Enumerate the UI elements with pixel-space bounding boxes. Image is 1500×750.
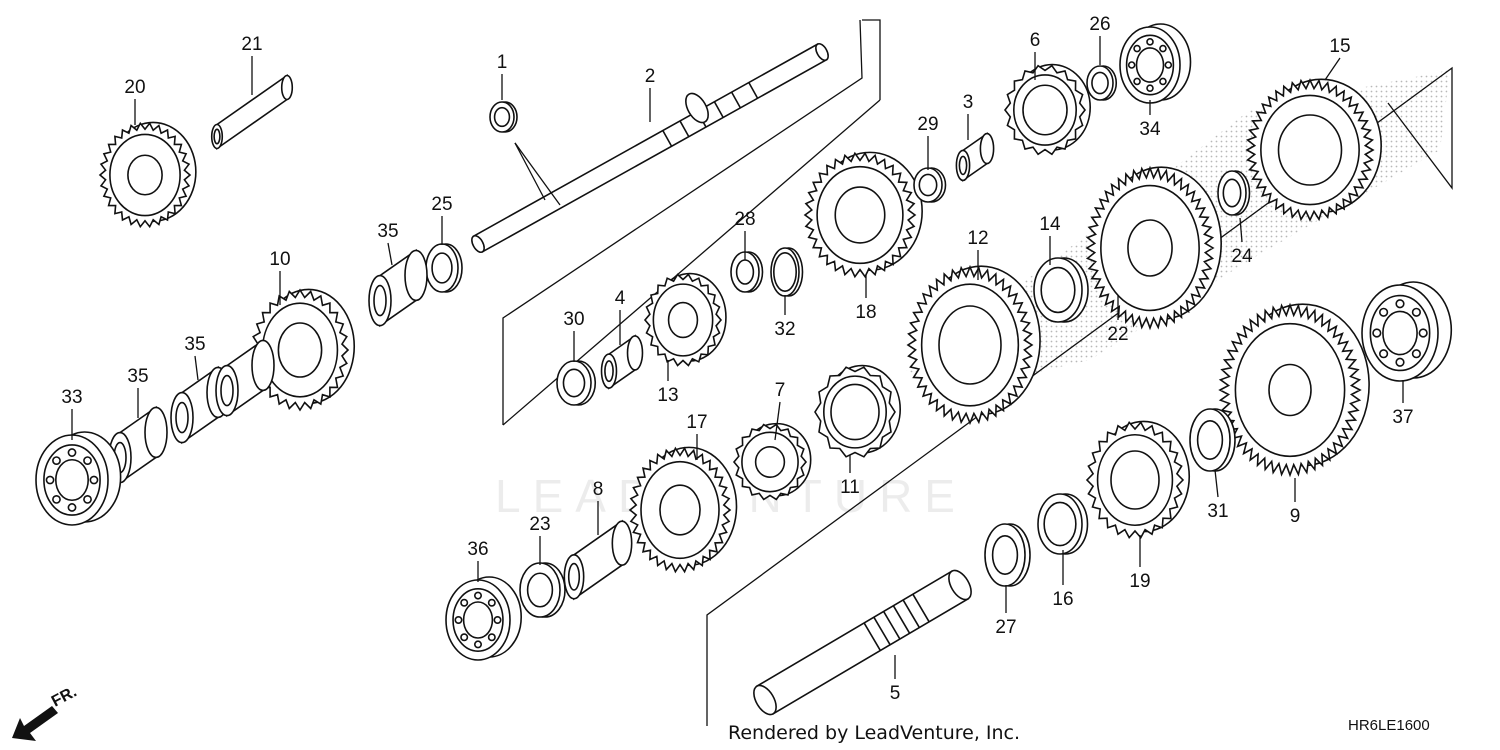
part-label-15: 15 — [1329, 36, 1350, 57]
part-label-31: 31 — [1207, 501, 1228, 522]
part-label-16: 16 — [1052, 589, 1073, 610]
front-indicator-label: FR. — [49, 683, 80, 710]
mainshaft-group-outline — [502, 19, 863, 425]
rendered-by-credit: Rendered by LeadVenture, Inc. — [728, 722, 1020, 744]
washer-1 — [489, 101, 518, 133]
gear-20 — [98, 121, 197, 229]
part-label-29: 29 — [917, 114, 938, 135]
part-label-32: 32 — [774, 319, 795, 340]
part-label-14: 14 — [1039, 214, 1061, 235]
leader-line — [514, 142, 546, 201]
part-label-22: 22 — [1107, 324, 1128, 345]
gear-18 — [803, 151, 923, 279]
washer-30 — [556, 360, 597, 406]
gear-6 — [1003, 63, 1091, 156]
washer-23 — [519, 562, 566, 618]
washer-29 — [913, 167, 947, 203]
part-label-25: 25 — [431, 194, 452, 215]
front-arrow-icon: FR. — [12, 683, 80, 741]
leader-line — [194, 355, 199, 381]
needle-bearing-8 — [563, 519, 633, 601]
part-label-28: 28 — [734, 209, 755, 230]
gear-19 — [1085, 420, 1191, 539]
leader-line — [1214, 469, 1219, 498]
part-label-27: 27 — [995, 617, 1016, 638]
washer-26 — [1086, 65, 1118, 101]
part-label-6: 6 — [1030, 30, 1041, 51]
ball-bearing-36 — [445, 576, 523, 661]
part-label-37: 37 — [1392, 407, 1413, 428]
ball-bearing-33 — [35, 431, 122, 526]
needle-bearing-35-d — [215, 338, 275, 418]
part-label-21: 21 — [241, 34, 262, 55]
part-label-3: 3 — [963, 92, 974, 113]
washer-28 — [730, 251, 764, 293]
part-label-7: 7 — [775, 380, 786, 401]
gear-11 — [814, 364, 902, 458]
part-label-30: 30 — [563, 309, 584, 330]
part-label-23: 23 — [529, 514, 550, 535]
part-label-35: 35 — [184, 334, 205, 355]
collar-4 — [600, 334, 644, 390]
gear-9 — [1218, 302, 1370, 478]
part-label-4: 4 — [615, 288, 626, 309]
leader-line — [514, 142, 561, 206]
pin-21 — [210, 73, 294, 151]
washer-31 — [1189, 408, 1236, 472]
part-label-35: 35 — [377, 221, 398, 242]
washer-24 — [1217, 170, 1251, 216]
part-label-26: 26 — [1089, 14, 1110, 35]
collar-3 — [955, 132, 995, 182]
snap-ring-32 — [770, 247, 804, 297]
gear-13 — [643, 272, 727, 367]
part-label-19: 19 — [1129, 571, 1150, 592]
mainshaft — [471, 42, 829, 254]
leader-line — [387, 242, 393, 266]
part-label-2: 2 — [645, 66, 656, 87]
gear-12 — [906, 264, 1041, 426]
part-label-36: 36 — [467, 539, 488, 560]
part-label-12: 12 — [967, 228, 988, 249]
part-label-5: 5 — [890, 683, 901, 704]
leader-line — [1239, 217, 1243, 243]
part-label-1: 1 — [497, 52, 508, 73]
washer-25 — [425, 243, 463, 293]
bushing-16 — [1037, 493, 1089, 555]
part-label-34: 34 — [1139, 119, 1161, 140]
bushing-14 — [1033, 257, 1089, 323]
washer-27 — [984, 523, 1031, 587]
part-label-13: 13 — [657, 385, 678, 406]
part-label-35: 35 — [127, 366, 148, 387]
countershaft — [753, 569, 972, 716]
part-label-8: 8 — [593, 479, 604, 500]
diagram-code: HR6LE1600 — [1348, 717, 1430, 734]
ball-bearing-37 — [1361, 281, 1453, 382]
gear-17 — [628, 446, 738, 574]
part-label-10: 10 — [269, 249, 290, 270]
part-label-17: 17 — [686, 412, 707, 433]
part-label-24: 24 — [1231, 246, 1253, 267]
gear-15 — [1245, 78, 1382, 222]
needle-bearing-35-a — [368, 248, 428, 328]
gear-10 — [250, 288, 356, 412]
part-label-18: 18 — [855, 302, 876, 323]
gear-22 — [1085, 165, 1222, 331]
leader-line — [1324, 57, 1341, 81]
leader-line — [774, 401, 781, 441]
part-label-33: 33 — [61, 387, 82, 408]
ball-bearing-34 — [1119, 23, 1192, 104]
part-label-9: 9 — [1290, 506, 1301, 527]
part-label-11: 11 — [840, 477, 860, 498]
countershaft-group-outline — [706, 66, 1453, 726]
gear-7 — [732, 422, 812, 501]
part-label-20: 20 — [124, 77, 145, 98]
